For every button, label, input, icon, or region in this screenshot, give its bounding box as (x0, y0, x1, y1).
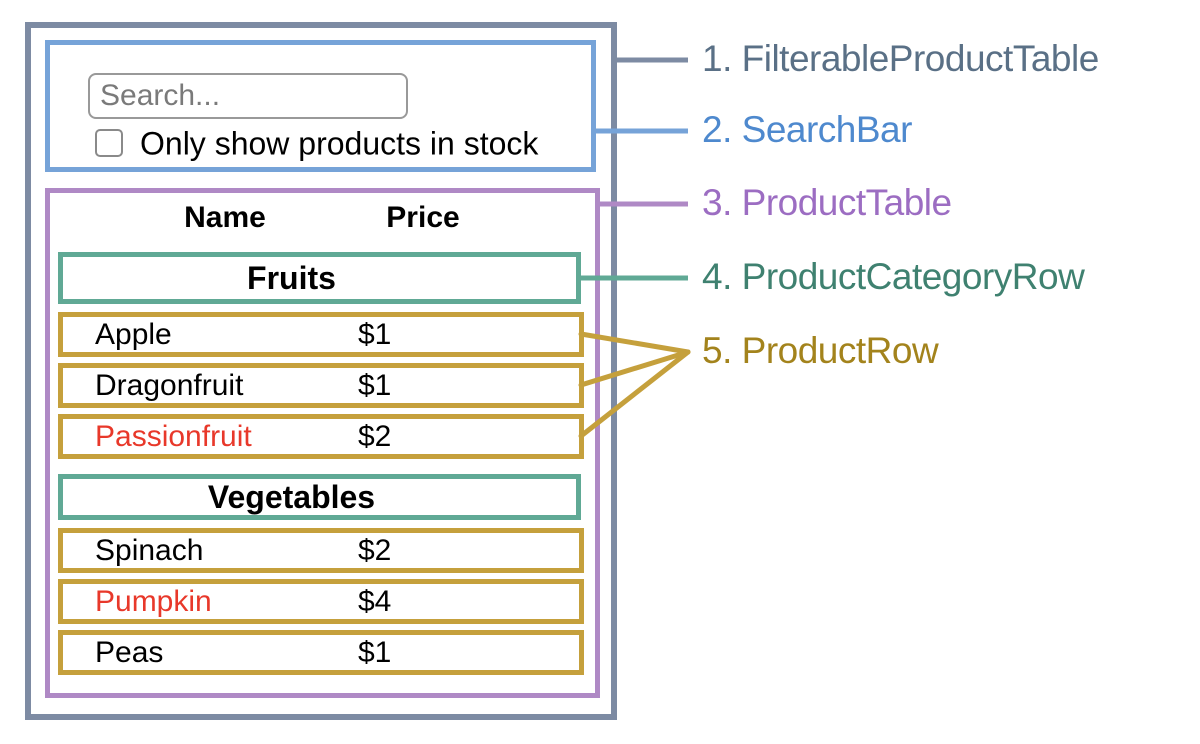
product-price: $1 (358, 317, 392, 351)
product-price: $1 (358, 368, 392, 402)
column-header-name: Name (184, 201, 266, 234)
column-header-price: Price (386, 201, 460, 234)
product-name: Dragonfruit (95, 368, 244, 402)
product-row: Spinach $2 (58, 528, 584, 573)
product-row: Apple $1 (58, 312, 584, 357)
product-name: Peas (95, 635, 164, 669)
product-name: Passionfruit (95, 419, 252, 453)
search-input[interactable] (88, 73, 408, 119)
in-stock-checkbox-label: Only show products in stock (140, 125, 539, 162)
product-name: Apple (95, 317, 172, 351)
category-label: Fruits (247, 259, 336, 296)
legend-product-row: 5. ProductRow (702, 330, 939, 372)
product-price: $2 (358, 533, 392, 567)
legend-search-bar: 2. SearchBar (702, 109, 912, 151)
legend-filterable-product-table: 1. FilterableProductTable (702, 38, 1099, 80)
product-name: Pumpkin (95, 584, 212, 618)
product-category-row-fruits: Fruits (58, 252, 581, 304)
product-name: Spinach (95, 533, 204, 567)
legend-product-table: 3. ProductTable (702, 182, 952, 224)
category-label: Vegetables (207, 478, 376, 515)
product-row: Passionfruit $2 (58, 414, 584, 459)
product-price: $4 (358, 584, 392, 618)
product-row: Pumpkin $4 (58, 579, 584, 624)
product-row: Peas $1 (58, 630, 584, 675)
product-row: Dragonfruit $1 (58, 363, 584, 408)
product-category-row-vegetables: Vegetables (58, 474, 581, 520)
legend-product-category-row: 4. ProductCategoryRow (702, 256, 1085, 298)
product-price: $2 (358, 419, 392, 453)
product-price: $1 (358, 635, 392, 669)
in-stock-checkbox[interactable] (95, 129, 123, 157)
